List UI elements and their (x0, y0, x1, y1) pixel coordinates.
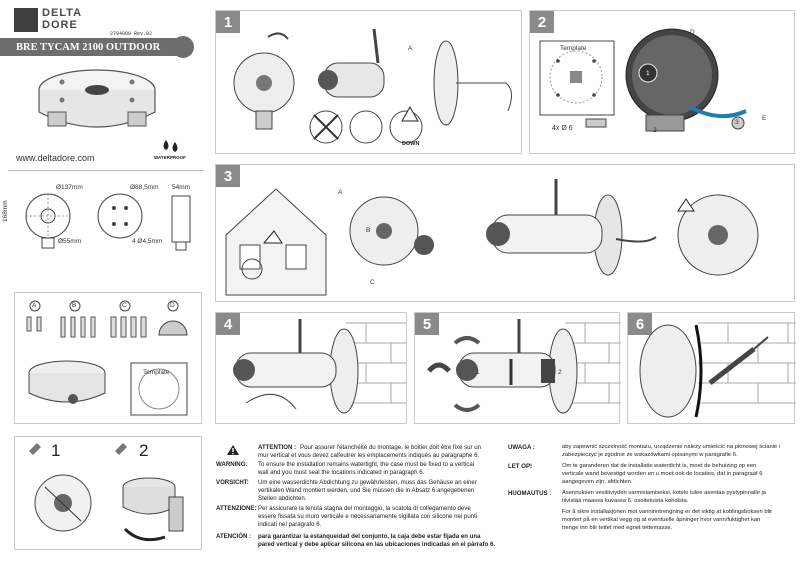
step-3-number: 3 (216, 165, 240, 187)
dim-w54: 54mm (172, 184, 191, 191)
dim-holes: 4 Ø4,5mm (132, 238, 163, 245)
step-6-panel: 6 (627, 312, 796, 424)
water-drops-icon (163, 140, 178, 152)
brand-logo-text: DELTA DORE (42, 7, 82, 31)
warning-de-text-1: Um eine wasserdichte Abdichtung zu gewäh… (258, 479, 477, 486)
step-1-badge-a: A (408, 45, 413, 52)
junction-box-illustration (38, 69, 156, 128)
step-3-drawing (225, 179, 759, 296)
warning-pl-label: UWAGA : (508, 444, 535, 451)
warning-it-text-1: Per assicurare la tenuta stagna del mont… (258, 505, 471, 512)
step-4-drawing (233, 319, 406, 414)
warning-fi-text-1: Asennuksen vesitiiviyden varmistamiseksi… (562, 490, 766, 496)
kit-contents-drawing (26, 300, 188, 416)
step-5-n2: 2 (558, 369, 562, 376)
pre-assembly-panel: 1 2 (14, 436, 202, 550)
warning-de-label: VORSICHT: (216, 479, 249, 486)
step-2-number: 2 (530, 11, 554, 33)
step-3-panel: 3 A B C (215, 164, 795, 302)
pre-step-2: 2 (139, 441, 149, 460)
step-5-drawing (427, 319, 621, 414)
step-3-label-a: A (338, 189, 343, 196)
warning-de-text-3: Stellen abdichten. (258, 495, 307, 502)
warning-es-text-2: pared vertical y debe aplicar silicona e… (258, 541, 496, 548)
title-dot-decoration (172, 36, 194, 58)
warning-fr-text-1: Pour assurer l'étanchéité du montage, le… (300, 444, 482, 451)
step-1-number: 1 (216, 11, 240, 33)
step-3-label-b: B (366, 227, 371, 234)
warning-no-text-2: montert på en vertikal vegg og at eventu… (562, 517, 761, 523)
website-link[interactable]: www.deltadore.com (16, 153, 95, 163)
dim-d55: Ø55mm (58, 238, 82, 245)
pre-assembly-drawing (29, 443, 184, 542)
step-2-n3: 3 (735, 119, 739, 126)
warning-fi-text-2: tiivistää maassa kuvassa 6. osoitetuista… (562, 498, 689, 504)
warning-en-text-1: To ensure the installation remains water… (258, 461, 475, 468)
logo-line-1: DELTA (42, 7, 83, 19)
warning-fi-label: HUOMAUTUS : (508, 490, 552, 497)
step-5-panel: 5 1 2 (414, 312, 621, 424)
step-2-n1: 1 (646, 70, 650, 77)
dim-d137: Ø137mm (56, 184, 83, 191)
step-6-number: 6 (628, 313, 652, 335)
step-2-template-label: Template (560, 45, 587, 52)
step-2-panel: 2 Template 4x Ø 6 D E 1 2 3 (529, 10, 795, 154)
warning-de-text-2: vertikalen Wand montiert werden, und Sie… (258, 487, 475, 494)
dim-d88: Ø88,5mm (130, 184, 159, 191)
waterproof-label: WATERPROOF (154, 155, 186, 160)
warning-pl-text-1: aby zapewnić szczelność montażu, urządze… (562, 444, 781, 450)
kit-contents-panel: A B C D Template (14, 292, 202, 424)
step-6-drawing (639, 322, 796, 418)
warning-it-text-3: indicati nel paragrafo 6. (258, 521, 322, 528)
warning-dk-text-1: Om te garanderen dat de installatie wate… (562, 463, 757, 469)
step-2-label-e: E (762, 115, 767, 122)
warning-fr-text-2: mur vertical et vous devez calfeutrer le… (258, 452, 480, 459)
warning-dk-text-3: aangegeven zijn, afdichten. (562, 479, 633, 485)
warning-no-text-3: trenge inn blir tettet med egnet tettema… (562, 525, 673, 531)
warning-fr-label: ATTENTION : (258, 444, 297, 451)
warning-en-label: WARNING: (216, 461, 248, 468)
warning-dk-label: LET OP! (508, 463, 533, 470)
warning-no-text-1: For å sikre installasjonen mot vanninntr… (562, 509, 773, 515)
warning-es-label: ATENCIÓN : (216, 533, 252, 540)
product-title: BRE TYCAM 2100 OUTDOOR (0, 38, 180, 56)
pre-step-1: 1 (51, 441, 61, 460)
dimension-drawings (25, 193, 191, 251)
step-5-n1: 1 (476, 369, 480, 376)
reference-code: 2704089 Rev.02 (110, 31, 153, 37)
step-2-drawing (539, 28, 747, 132)
step-4-number: 4 (216, 313, 240, 335)
divider (8, 170, 204, 171)
delta-dore-logo-icon (14, 8, 38, 32)
warning-pl-text-2: zabezpieczyć je zgodnie ze wskazówkami o… (562, 452, 738, 458)
step-5-number: 5 (415, 313, 439, 335)
warning-it-text-2: essere fissata su muro verticale e neces… (258, 513, 478, 520)
warning-dk-text-2: verticale wand bevestigd worden en u moe… (562, 471, 763, 477)
step-4-panel: 4 (215, 312, 407, 424)
warning-it-label: ATTENZIONE: (216, 505, 257, 512)
step-1-panel: 1 DOWN A (215, 10, 522, 154)
step-2-holes-label: 4x Ø 6 (552, 125, 573, 132)
dim-height: 168mm (2, 200, 9, 222)
step-3-label-c: C (370, 279, 375, 286)
step-2-n2: 2 (653, 127, 657, 134)
kit-label-b: B (72, 302, 77, 309)
step-2-label-d: D (690, 29, 695, 36)
kit-label-c: C (122, 302, 127, 309)
warning-en-text-2: wall and you must seal the locations ind… (258, 469, 425, 476)
step-1-down-label: DOWN (402, 141, 420, 147)
step-1-drawing (233, 28, 512, 144)
kit-label-a: A (32, 302, 37, 309)
warning-triangle-icon (227, 445, 239, 455)
kit-label-d: D (170, 302, 175, 309)
logo-line-2: DORE (42, 19, 78, 31)
kit-template-label: Template (143, 369, 170, 376)
warning-es-text-1: para garantizar la estanqueidad del conj… (258, 533, 481, 540)
